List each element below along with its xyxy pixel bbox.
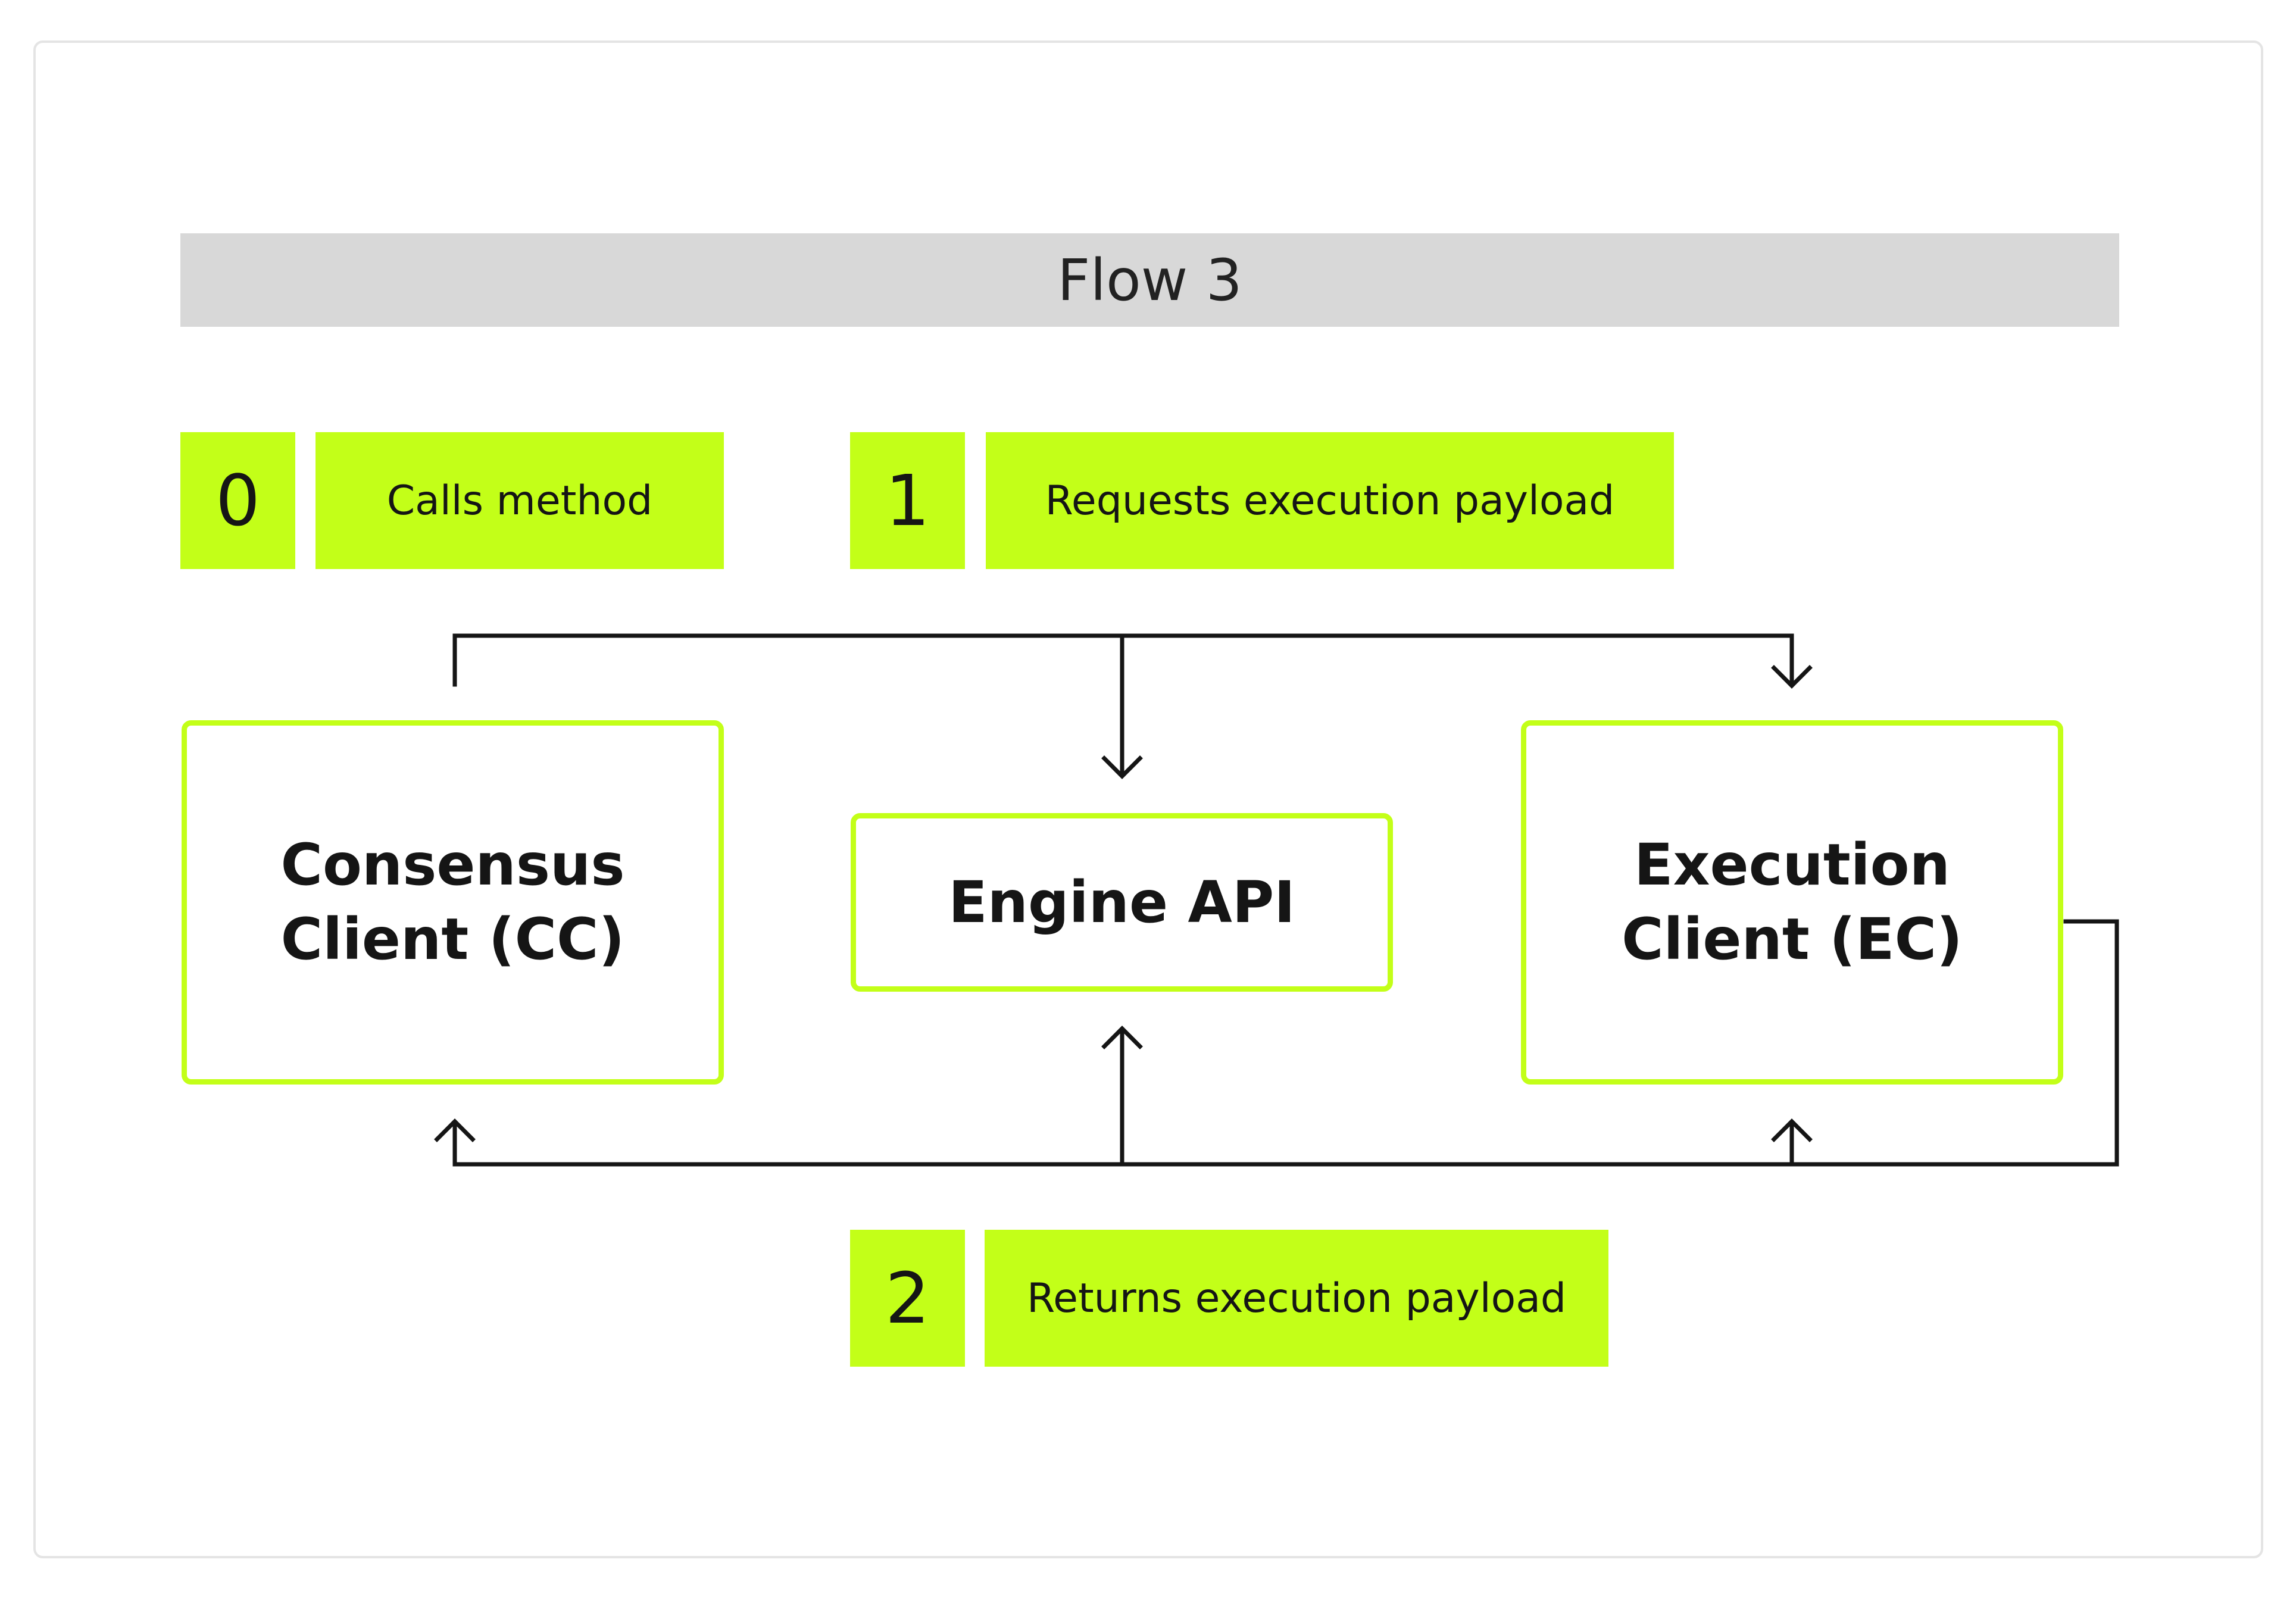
engine-api-label: Engine API [948, 868, 1295, 936]
step-number-0: 0 [180, 432, 295, 569]
arrow-to-consensus-client [434, 1118, 476, 1142]
step-label-1: Requests execution payload [986, 432, 1674, 569]
consensus-client-node: Consensus Client (CC) [182, 720, 724, 1085]
step-number-1: 1 [850, 432, 965, 569]
return-line [452, 919, 2119, 1167]
diagram-title: Flow 3 [180, 233, 2119, 327]
consensus-client-label-line1: Consensus [280, 832, 625, 899]
step-number-2: 2 [850, 1230, 965, 1367]
arrow-to-execution-client-up [1771, 1118, 1813, 1142]
execution-client-node: Execution Client (EC) [1521, 720, 2063, 1085]
step-label-0: Calls method [315, 432, 724, 569]
execution-client-label-line1: Execution [1634, 832, 1950, 899]
step-label-2: Returns execution payload [985, 1230, 1608, 1367]
consensus-client-label-line2: Client (CC) [280, 906, 625, 973]
arrow-to-engine-api-up [1101, 1026, 1143, 1049]
engine-api-node: Engine API [851, 813, 1393, 992]
execution-client-label-line2: Client (EC) [1622, 906, 1963, 973]
arrow-to-execution-client [1771, 665, 1813, 689]
arrow-to-engine-api [1101, 755, 1143, 779]
